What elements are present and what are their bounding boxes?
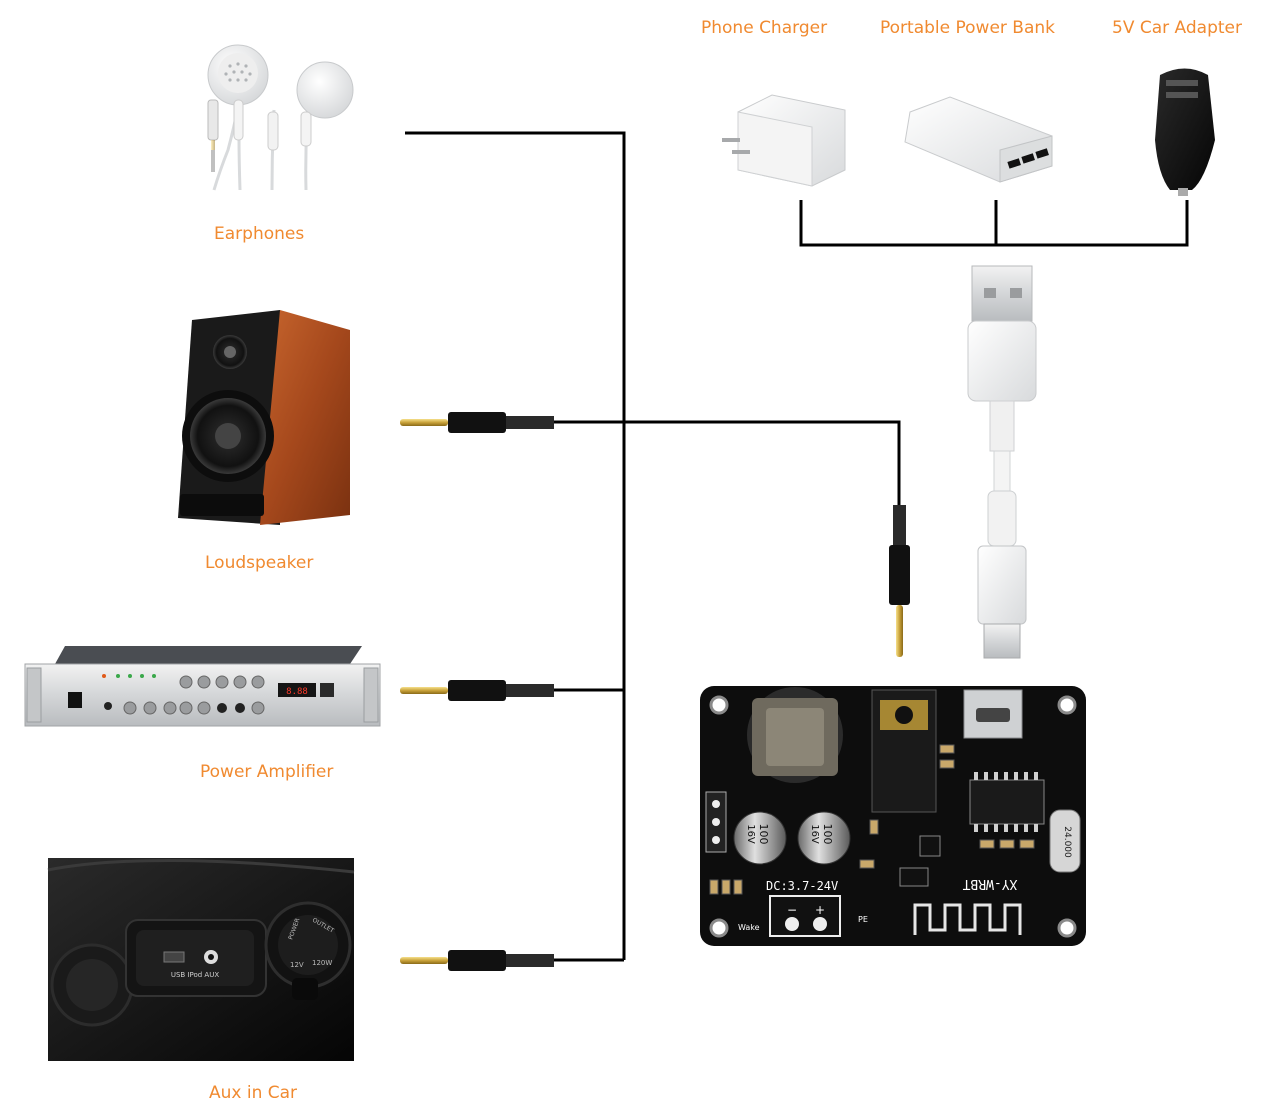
label-aux-in-car: Aux in Car [209,1083,298,1103]
earphones-image [207,44,354,191]
loudspeaker-image [178,310,350,525]
audio-jack-board [889,505,910,657]
cap2-value: 100 [821,824,834,845]
power-wires [799,200,1189,247]
audio-jack-car [400,950,554,971]
wire-phone-charger [799,200,1189,247]
car-aux-image: USB IPod AUX POWER OUTLET 12V 120W [47,858,355,1061]
board-model: XY-WRBT [962,876,1017,891]
power-amplifier-image: 8.88 [24,646,381,727]
cap1-value: 100 [757,824,770,845]
label-earphones: Earphones [214,224,305,244]
label-phone-charger: Phone Charger [701,18,828,38]
car-outlet-voltage: 12V [290,961,304,969]
power-bank-image [904,96,1053,183]
board-minus: − [787,903,797,917]
wire-earphones [405,131,626,960]
audio-wires [405,131,901,962]
label-power-amplifier: Power Amplifier [200,762,334,782]
label-car-adapter: 5V Car Adapter [1112,18,1242,38]
wire-loudspeaker-to-board [553,420,901,508]
phone-charger-image [722,94,846,187]
board-wake-label: Wake [738,923,760,932]
audio-jack-amplifier [400,680,554,701]
board-dc-rating: DC:3.7-24V [766,879,838,893]
usb-cable-image [967,265,1037,659]
label-loudspeaker: Loudspeaker [205,553,314,573]
cap2-voltage: 16V [809,824,820,844]
label-portable-power-bank: Portable Power Bank [880,18,1055,38]
car-usb-label: USB IPod AUX [171,971,219,979]
board-plus: + [815,903,825,917]
amplifier-display: 8.88 [286,687,308,697]
cap1-voltage: 16V [745,824,756,844]
car-adapter-image [1155,68,1215,196]
bluetooth-board: 100 16V 100 16V 24.000 − + [700,686,1086,946]
board-crystal: 24.000 [1062,826,1072,858]
board-pe-label: PE [858,915,868,924]
audio-jack-loudspeaker [400,412,554,433]
car-outlet-watt: 120W [312,959,332,967]
